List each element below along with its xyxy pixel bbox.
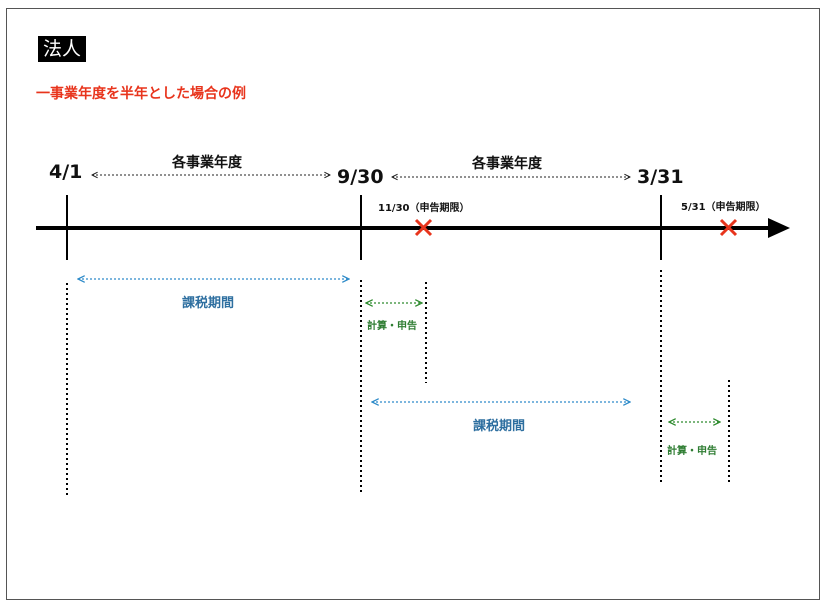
deadline-label-1: 11/30（申告期限）	[378, 203, 470, 214]
timeline-arrowhead	[768, 218, 790, 238]
date-label-4-1: 4/1	[49, 161, 83, 183]
date-label-3-31: 3/31	[637, 166, 684, 188]
fiscal-year-label-1: 各事業年度	[172, 155, 242, 171]
date-label-9-30: 9/30	[337, 166, 384, 188]
taxable-period-label-1: 課税期間	[182, 296, 235, 311]
frame-border	[6, 8, 820, 600]
corporation-badge: 法人	[38, 36, 87, 62]
calc-filing-label-2: 計算・申告	[667, 446, 717, 457]
calc-filing-label-1: 計算・申告	[367, 321, 417, 332]
deadline-label-2: 5/31（申告期限）	[681, 202, 766, 213]
deadline-cross-2	[719, 218, 738, 237]
fiscal-year-label-2: 各事業年度	[472, 156, 542, 172]
subtitle: 一事業年度を半年とした場合の例	[36, 86, 246, 102]
taxable-period-label-2: 課税期間	[473, 419, 526, 434]
deadline-cross-1	[414, 218, 433, 237]
